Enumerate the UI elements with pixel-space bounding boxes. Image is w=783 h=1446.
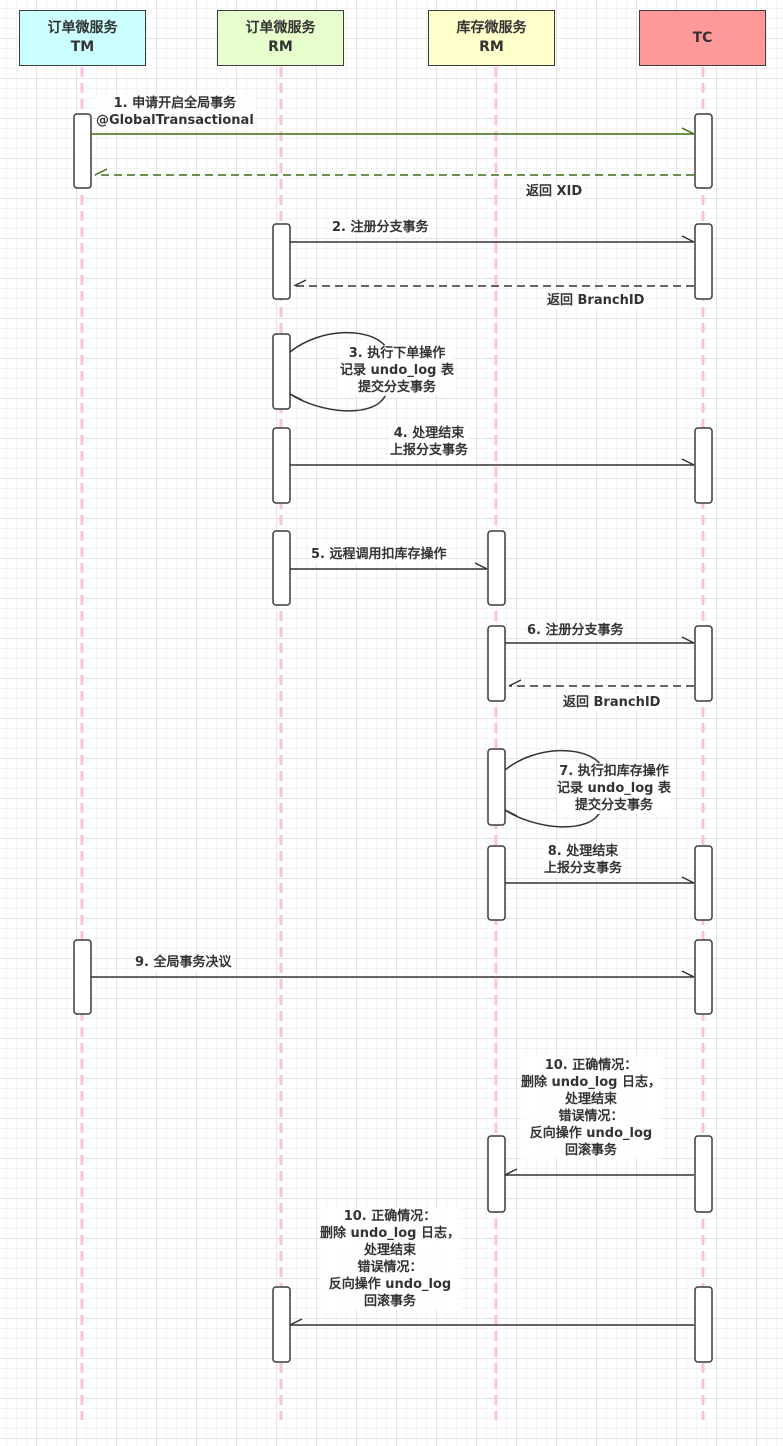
label-line: 10. 正确情况： [343,1209,437,1224]
message-5-arrowhead [474,562,488,570]
message-label-8: 8. 处理结束 上报分支事务 [544,843,623,877]
message-label-1: 1. 申请开启全局事务 @GlobalTransactional [96,95,254,129]
participant-order-service-tm[interactable]: 订单微服务 TM [19,10,146,66]
activation-bar-order_rm [272,223,291,300]
label-line: 4. 处理结束 [393,426,465,441]
activation-bar-stock_rm [487,1135,506,1213]
participant-stock-service-rm[interactable]: 库存微服务 RM [428,10,555,66]
participant-role: TM [70,39,95,55]
label-line: 错误情况： [558,1109,624,1124]
label-line: 处理结束 [363,1243,416,1258]
label-line: 记录 undo_log 表 [557,781,671,796]
label-line: 2. 注册分支事务 [332,220,429,235]
label-line: 上报分支事务 [390,443,469,458]
label-line: 处理结束 [564,1092,617,1107]
message-6-arrowhead [681,636,695,644]
participant-name: TC [692,29,713,46]
activation-bar-tc [694,1135,713,1213]
activation-bar-tc [694,427,713,504]
label-line: 7. 执行扣库存操作 [559,764,669,779]
label-line: 回滚事务 [363,1294,416,1309]
label-line: 8. 处理结束 [547,844,619,859]
label-line: 返回 XID [526,184,583,199]
message-7-arrowhead [504,809,518,817]
message-label-6: 6. 注册分支事务 [527,622,624,639]
activation-bar-tc [694,1286,713,1363]
activation-bar-tm [73,113,92,189]
activation-bar-order_rm [272,530,291,606]
message-10-stock-arrowhead [504,1168,518,1176]
message-label-9: 9. 全局事务决议 [135,954,232,971]
message-9-arrowhead [681,970,695,978]
message-3-loop-bottom [289,393,387,412]
message-label-4: 4. 处理结束 上报分支事务 [390,425,469,459]
message-2-return-arrowhead [293,279,307,287]
label-line: 10. 正确情况： [544,1058,638,1073]
message-label-6-return: 返回 BranchID [563,694,661,711]
activation-bar-tc [694,625,713,702]
participant-role: RM [479,39,504,55]
message-8-arrowhead [681,876,695,884]
participant-order-service-rm[interactable]: 订单微服务 RM [217,10,344,66]
message-label-7: 7. 执行扣库存操作 记录 undo_log 表 提交分支事务 [557,763,671,814]
message-3-loop-top [289,331,387,353]
label-line: 9. 全局事务决议 [135,955,232,970]
participant-role: RM [268,39,293,55]
activation-bar-order_rm [272,427,291,504]
message-label-1-return: 返回 XID [526,183,583,200]
label-line: 1. 申请开启全局事务 [113,96,237,111]
message-label-3: 3. 执行下单操作 记录 undo_log 表 提交分支事务 [340,345,454,396]
message-10-order-arrowhead [289,1318,303,1326]
participant-name: 订单微服务 [245,20,316,36]
message-2-arrowhead [681,235,695,243]
activation-bar-tc [694,845,713,921]
message-label-2-return: 返回 BranchID [547,292,645,309]
label-line: 5. 远程调用扣库存操作 [311,547,447,562]
label-line: 3. 执行下单操作 [348,346,446,361]
message-1-return-arrowhead [94,168,108,176]
label-line: 回滚事务 [564,1143,617,1158]
message-4-arrowhead [681,458,695,466]
message-label-10-stock: 10. 正确情况： 删除 undo_log 日志， 处理结束 错误情况： 反向操… [521,1057,661,1159]
activation-bar-tm [73,939,92,1015]
label-line: 提交分支事务 [357,380,436,395]
message-1-arrowhead [681,127,695,135]
message-label-5: 5. 远程调用扣库存操作 [311,546,447,563]
activation-bar-tc [694,113,713,189]
label-line: 反向操作 undo_log [328,1277,452,1292]
message-label-2: 2. 注册分支事务 [332,219,429,236]
label-line: 返回 BranchID [563,695,661,710]
activation-bar-order_rm [272,333,291,410]
label-line: 提交分支事务 [574,798,653,813]
label-line: 6. 注册分支事务 [527,623,624,638]
activation-bar-stock_rm [487,625,506,702]
participant-name: 订单微服务 [47,20,118,36]
label-line: 记录 undo_log 表 [340,363,454,378]
message-6-return-arrowhead [508,679,522,687]
activation-bar-stock_rm [487,530,506,606]
activation-bar-order_rm [272,1286,291,1363]
label-line: @GlobalTransactional [96,113,254,128]
label-line: 删除 undo_log 日志， [320,1226,460,1241]
label-line: 返回 BranchID [547,293,645,308]
activation-bar-tc [694,223,713,300]
label-line: 删除 undo_log 日志， [521,1075,661,1090]
message-3-arrowhead [289,393,303,401]
label-line: 错误情况： [357,1260,423,1275]
label-line: 反向操作 undo_log [529,1126,653,1141]
message-7-loop-top [504,749,602,771]
activation-bar-tc [694,939,713,1015]
activation-bar-stock_rm [487,845,506,921]
participant-name: 库存微服务 [456,20,527,36]
activation-bar-stock_rm [487,748,506,826]
label-line: 上报分支事务 [544,861,623,876]
participant-tc[interactable]: TC [639,10,766,66]
message-label-10-order: 10. 正确情况： 删除 undo_log 日志， 处理结束 错误情况： 反向操… [320,1208,460,1310]
